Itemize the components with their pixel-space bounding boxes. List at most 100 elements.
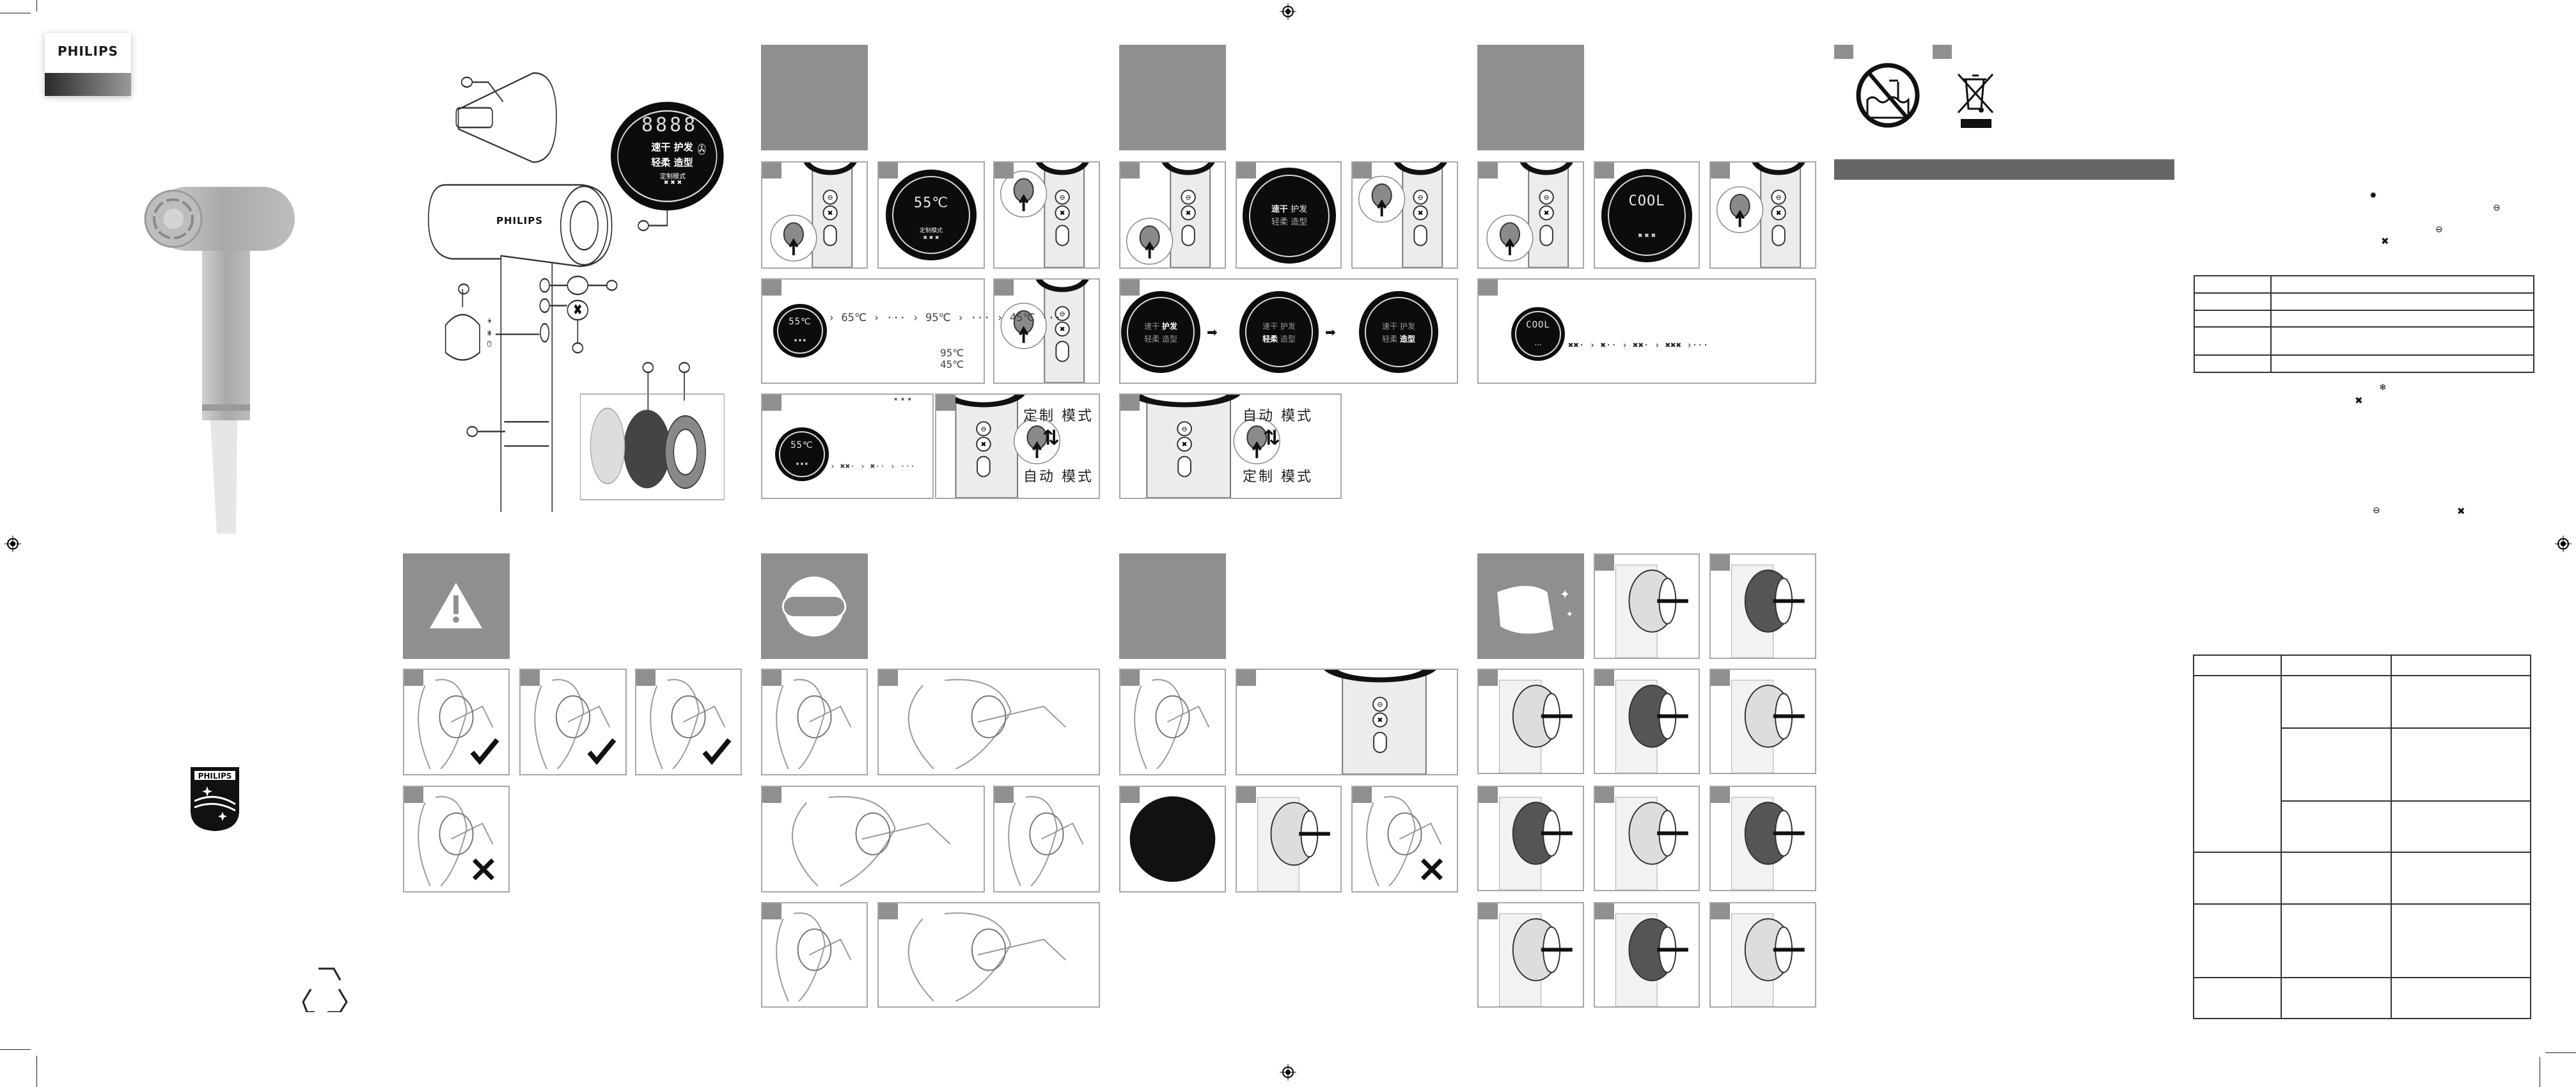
display-mode-row: 轻柔 造型 <box>1243 215 1336 227</box>
figure-number-tab <box>762 670 781 686</box>
display-modes: 速干 护发 轻柔 造型 <box>1243 168 1336 264</box>
illustration <box>1615 913 1688 1006</box>
svg-text:✖: ✖ <box>828 209 833 218</box>
figure-number-tab <box>1479 903 1498 919</box>
figure-number-tab <box>762 163 781 179</box>
figure-number-tab <box>994 163 1014 179</box>
display-temperature: 55℃ 定制模式 ✖ ✖ ✖ <box>886 170 977 260</box>
illustration: ⊖✖ <box>1128 395 1280 498</box>
mode-gentle: 轻柔 <box>1382 335 1398 344</box>
figure-panel <box>403 786 510 893</box>
figure-panel: ⊖✖ <box>993 161 1100 269</box>
illustration: ⊖✖ <box>1000 163 1089 267</box>
mode-fast-dry: 速干 <box>1262 322 1278 331</box>
figure-number-tab <box>1353 787 1372 803</box>
figure-number-tab <box>879 163 898 179</box>
illustration: ⊖✖ <box>1716 163 1805 267</box>
philips-logo: PHILIPS <box>45 33 131 96</box>
figure-panel <box>1594 553 1700 659</box>
illustration <box>781 576 847 637</box>
figure-panel <box>1709 786 1816 891</box>
display-mode-row: 速干 护发 <box>1243 202 1336 214</box>
svg-text:⊖: ⊖ <box>1186 193 1191 202</box>
illustration <box>1257 797 1330 891</box>
no-water-use-icon <box>1856 63 1920 128</box>
figure-number-tab <box>404 787 423 803</box>
svg-text:⊖: ⊖ <box>1060 310 1065 318</box>
illustration: ⊖✖ <box>770 163 857 267</box>
mode-gentle: 轻柔 <box>1271 218 1288 227</box>
svg-text:✖: ✖ <box>980 440 986 448</box>
illustration: ⊖✖ <box>1000 280 1089 383</box>
figure-panel <box>1236 786 1342 893</box>
svg-text:⊖: ⊖ <box>1182 425 1188 433</box>
mode-hair-care: 护发 <box>1161 322 1177 331</box>
figure-panel <box>403 669 510 775</box>
figure-number-tab <box>762 395 781 411</box>
figure-number-tab <box>994 280 1014 296</box>
crop-mark <box>36 1056 37 1087</box>
svg-text:✖: ✖ <box>1186 209 1191 218</box>
figure-panel: ⊖✖ <box>1236 669 1458 775</box>
display-temperature-small: 55℃ ✖ ✖ ✖ <box>773 304 827 358</box>
mode-fast-dry: 速干 <box>651 141 671 153</box>
illustration <box>1499 797 1573 890</box>
mode-styling: 造型 <box>673 157 693 168</box>
illustration <box>1615 564 1688 658</box>
figure-number-tab <box>1711 903 1730 919</box>
brand-wordmark: PHILIPS <box>57 44 119 59</box>
svg-text:⊖: ⊖ <box>1544 193 1550 202</box>
display-temp-value: 55℃ <box>789 317 812 327</box>
svg-text:✖: ✖ <box>1776 209 1782 218</box>
fan-icon: ✖ <box>2457 505 2465 517</box>
illustration: ⊖✖ <box>1126 163 1215 267</box>
figure-panel <box>1477 669 1584 774</box>
figure-number-tab <box>762 280 781 296</box>
display-custom-mode: 定制模式 <box>919 228 943 234</box>
illustration <box>1731 564 1805 658</box>
display-temperature-small: 55℃ ✖ ✖ ✖ <box>775 427 829 481</box>
figure-number-tab <box>936 395 955 411</box>
figure-panel: ⊖✖ <box>1477 161 1584 269</box>
arrow-right-icon: ➡ <box>1207 324 1218 340</box>
section-banner <box>403 553 510 659</box>
illustration: ⊖✖ <box>1358 163 1447 267</box>
illustration <box>430 582 483 629</box>
display-mode-row: 速干 护发 <box>1121 321 1200 331</box>
figure-number-tab <box>1479 787 1498 803</box>
illustration: ⊖✖ <box>1486 163 1573 267</box>
figure-number-tab <box>1120 787 1140 803</box>
section-banner <box>1119 553 1226 659</box>
figure-panel <box>1119 669 1226 775</box>
figure-panel <box>761 669 868 775</box>
figure-panel <box>993 786 1100 893</box>
mode-styling: 造型 <box>1161 335 1177 344</box>
figure-number-tab <box>762 903 781 919</box>
figure-number-tab <box>1711 555 1730 571</box>
figure-number-tab <box>521 670 540 686</box>
figure-number-tab <box>1237 670 1256 686</box>
figure-number-tab <box>1595 555 1614 571</box>
figure-number-tab <box>1479 280 1498 296</box>
section-banner <box>761 45 868 150</box>
fan-speed-legend: ✖ ✖ ✖ <box>894 397 912 403</box>
temperature-min: 45℃ <box>940 358 964 370</box>
mode-hair-care: 护发 <box>1280 322 1296 331</box>
svg-text:❄: ❄ <box>487 328 492 338</box>
mode-hair-care: 护发 <box>1399 322 1415 331</box>
heat-icon: ✹ <box>2369 191 2377 201</box>
figure-number-tab <box>1479 670 1498 686</box>
figure-panel <box>761 786 985 893</box>
display-cool: COOL ✖ ✖ ✖ <box>1601 169 1692 262</box>
mode-fast-dry: 速干 <box>1144 322 1160 331</box>
figure-tab <box>1933 45 1952 59</box>
mode-label-auto: 自动 模式 <box>1023 469 1094 485</box>
figure-number-tab <box>1711 163 1730 179</box>
temperature-max: 95℃ <box>940 347 964 359</box>
diagram-fan-levels: ✖ ✖ ✖ <box>663 180 682 186</box>
figure-panel <box>1709 669 1816 774</box>
figure-panel <box>1351 786 1458 893</box>
figure-number-tab <box>1595 163 1614 179</box>
mode-gentle: 轻柔 <box>1262 335 1278 344</box>
fan-speed-sequence: › ✖✖· › ✖·· › ··· <box>830 462 916 472</box>
